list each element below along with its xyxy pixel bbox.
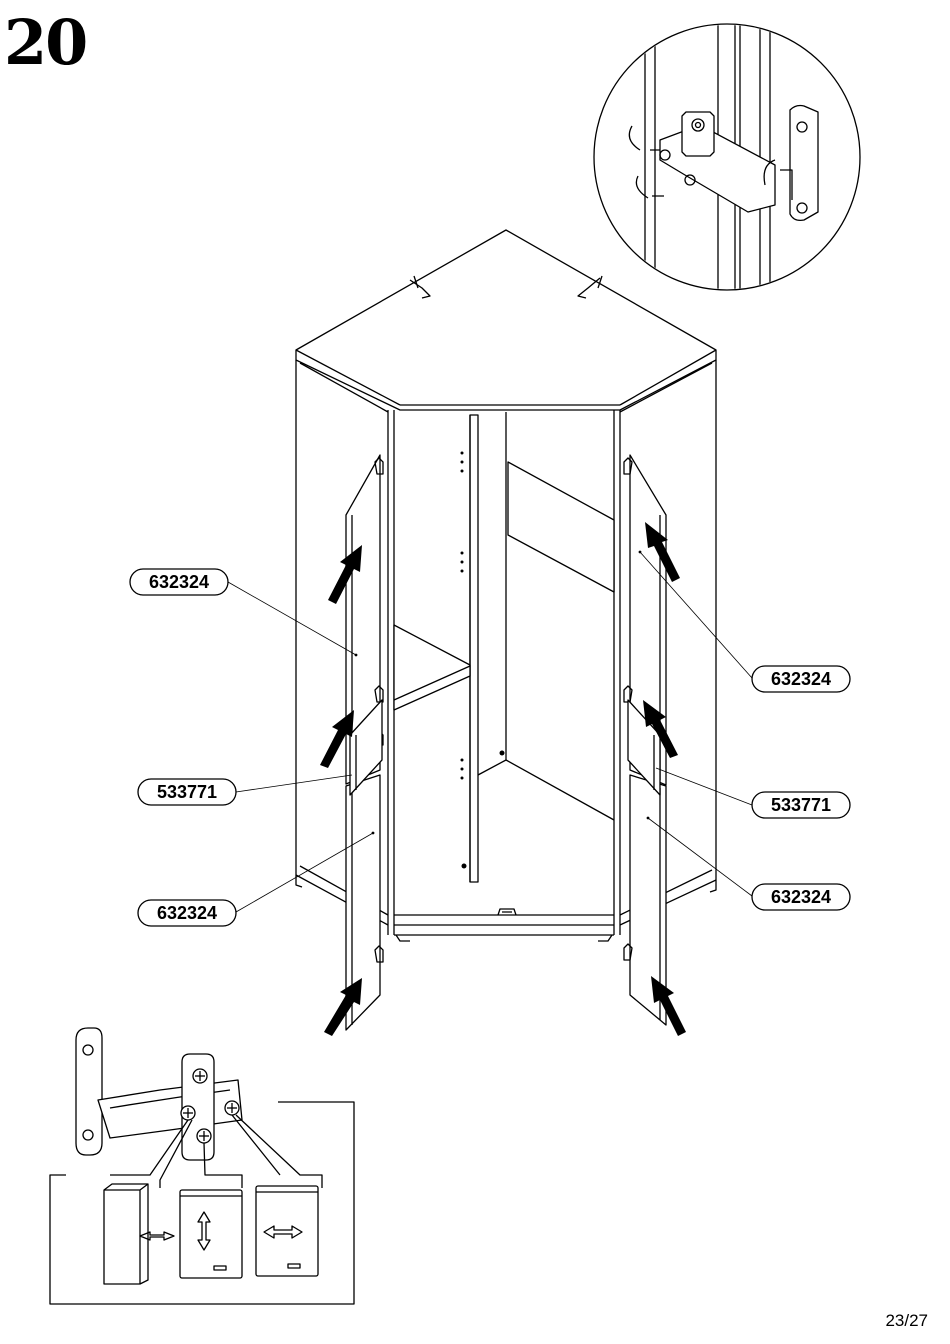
label-632324-lower-left: 632324 [157, 903, 217, 923]
hinge-detail-circle [594, 20, 860, 300]
hinge-adjustment-detail [50, 1028, 354, 1304]
label-533771-right: 533771 [771, 795, 831, 815]
label-533771-left: 533771 [157, 782, 217, 802]
label-632324-lower-right: 632324 [771, 887, 831, 907]
label-632324-upper-right: 632324 [771, 669, 831, 689]
wardrobe-illustration [228, 230, 752, 1036]
label-632324-upper-left: 632324 [149, 572, 209, 592]
